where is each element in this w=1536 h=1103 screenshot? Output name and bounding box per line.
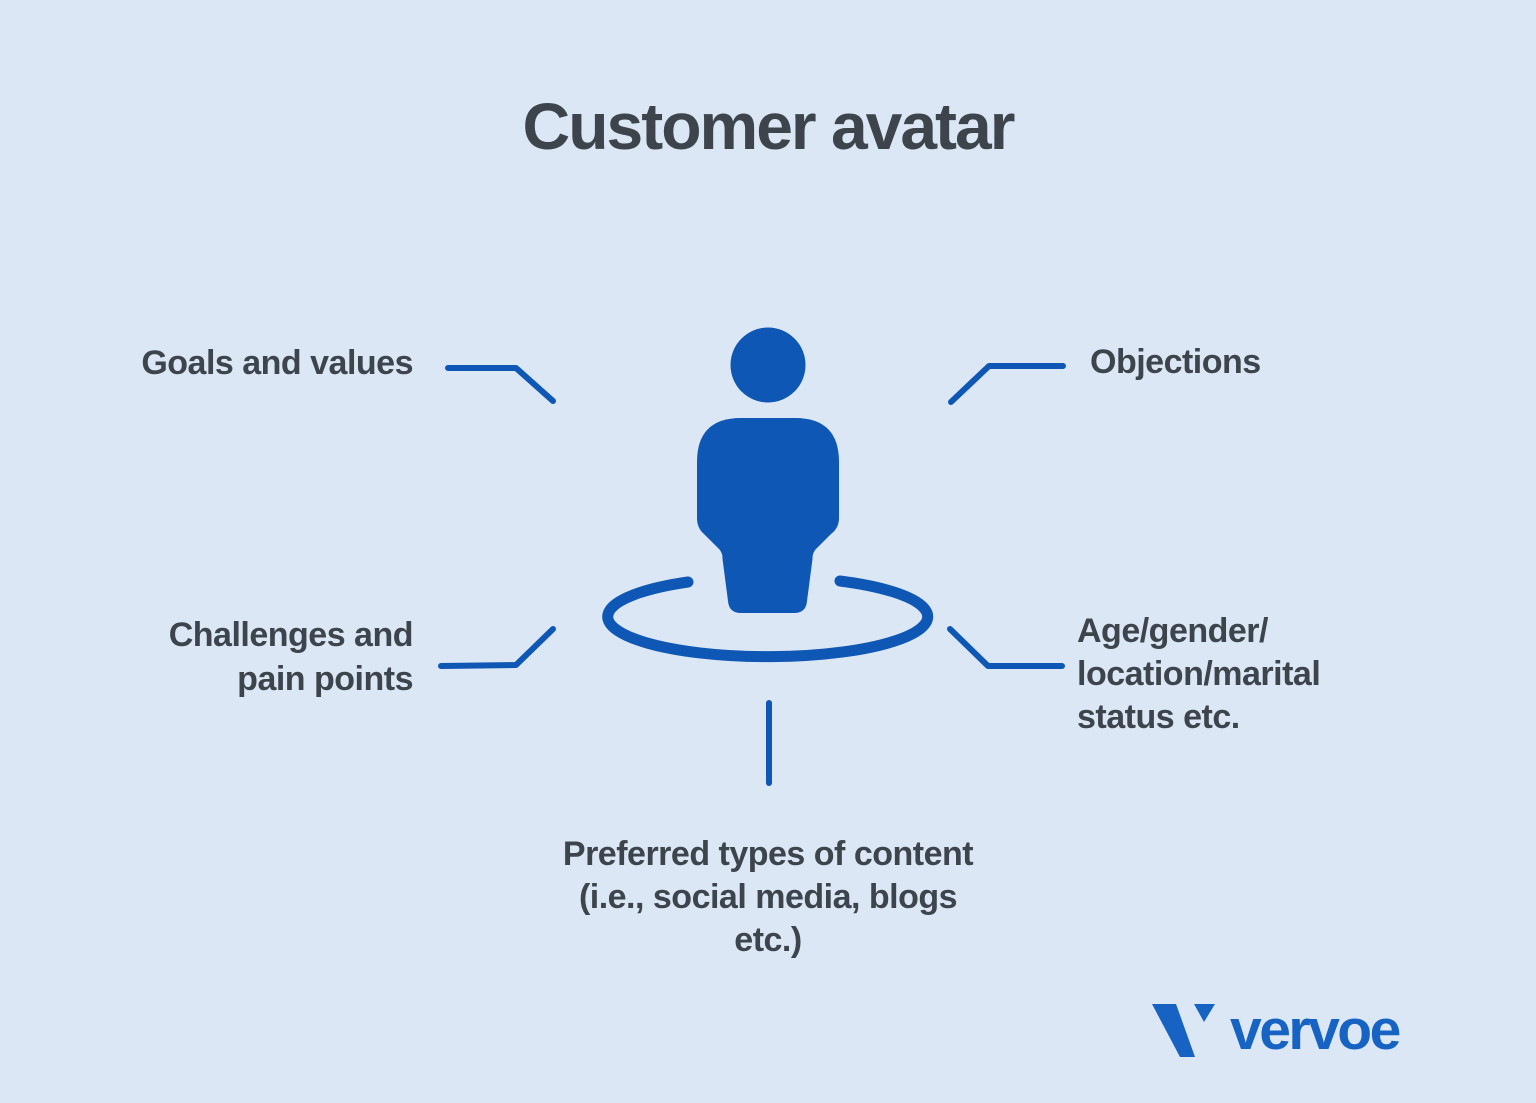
person-head (730, 327, 806, 403)
callout-text: Goals and values (141, 344, 413, 382)
vervoe-logo-text: vervoe (1230, 998, 1401, 1062)
callout-text-line: location/marital (1077, 655, 1321, 693)
callout-text-line: (i.e., social media, blogs (578, 878, 958, 916)
callout-text: Objections (1090, 343, 1261, 381)
orbit-ring (602, 575, 934, 663)
vervoe-v-mark-icon (1152, 1004, 1215, 1057)
connector-challenges-line (438, 626, 556, 669)
callout-text-line: Challenges and (168, 616, 414, 654)
callout-preferred-content: Preferred types of content (i.e., social… (508, 833, 1028, 962)
callout-text-line: status etc. (1077, 698, 1240, 736)
connector-lines (438, 363, 1066, 786)
logo-mark-big-stroke (1152, 1004, 1195, 1057)
callout-goals-and-values: Goals and values (80, 342, 413, 385)
person-body (697, 418, 839, 613)
callout-text-line: Preferred types of content (562, 835, 974, 873)
connector-goals-line (445, 365, 556, 404)
callout-text-line: etc.) (734, 921, 802, 959)
connector-demographics-line (947, 626, 1065, 669)
callout-objections: Objections (1090, 341, 1450, 384)
person-icon (697, 327, 839, 613)
connector-objections-line (948, 363, 1066, 405)
callout-demographics: Age/gender/ location/marital status etc. (1077, 610, 1457, 739)
page-title: Customer avatar (522, 89, 1016, 163)
logo-mark-small-triangle (1194, 1004, 1215, 1022)
callout-text-line: Age/gender/ (1077, 612, 1268, 650)
callout-text-line: pain points (237, 660, 413, 698)
vervoe-logo: vervoe (1151, 998, 1401, 1062)
callout-challenges-pain-points: Challenges and pain points (80, 613, 414, 701)
